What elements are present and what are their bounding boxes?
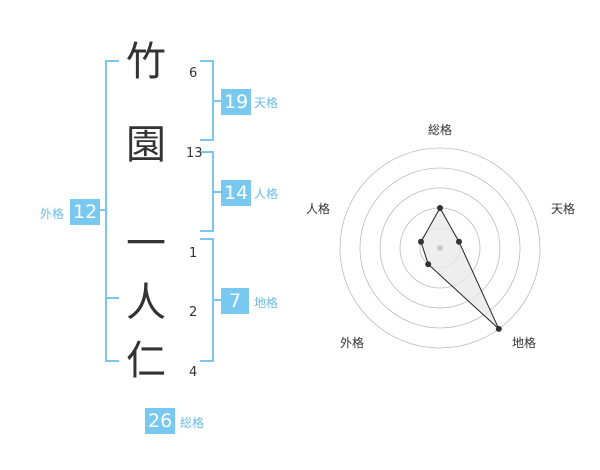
- tenkaku-label: 天格: [254, 96, 279, 110]
- radar-point-1: [437, 205, 443, 211]
- radar-axis-label-gaikaku: 外格: [340, 335, 364, 350]
- jinkaku-value-badge: 14: [221, 180, 252, 206]
- surname-char-2: 園: [126, 122, 166, 168]
- soukaku-value-badge: 26: [145, 408, 176, 434]
- radar-axis-label-soukaku: 総格: [428, 122, 452, 137]
- radar-axis-label-tenkaku: 天格: [551, 201, 575, 216]
- radar-ring-4: [359, 167, 521, 329]
- given-strokes-3: 4: [189, 365, 198, 380]
- chikaku-connector: [213, 299, 221, 301]
- given-char-2: 人: [126, 280, 166, 326]
- radar-point-3: [495, 325, 502, 332]
- tenkaku-connector: [213, 100, 221, 102]
- radar-area: [420, 206, 500, 330]
- given-char-1: 一: [126, 221, 166, 267]
- surname-strokes-2: 13: [186, 146, 203, 161]
- gaikaku-divider-tick: [105, 297, 119, 299]
- chikaku-value-badge: 7: [221, 288, 249, 314]
- radar-center-dot: [437, 245, 443, 251]
- radar-axis-label-chikaku: 地格: [512, 335, 536, 350]
- radar-point-5: [418, 238, 424, 245]
- soukaku-label: 総格: [180, 416, 205, 430]
- jinkaku-connector: [213, 191, 221, 193]
- radar-points: [418, 205, 502, 332]
- radar-ring-5: [339, 147, 541, 349]
- surname-char-1: 竹: [126, 39, 166, 85]
- gaikaku-label: 外格: [40, 207, 65, 221]
- chikaku-label: 地格: [254, 296, 279, 310]
- radar-axis-label-jinkaku: 人格: [306, 201, 330, 216]
- gaikaku-connector: [98, 209, 106, 211]
- given-strokes-1: 1: [189, 246, 198, 261]
- given-char-3: 仁: [126, 338, 166, 384]
- tenkaku-value-badge: 19: [221, 89, 252, 115]
- gaikaku-bracket: [105, 60, 119, 362]
- radar-point-4: [425, 261, 432, 268]
- radar-ring-3: [379, 187, 501, 309]
- surname-strokes-1: 6: [189, 66, 198, 81]
- jinkaku-label: 人格: [254, 187, 279, 201]
- gaikaku-value-badge: 12: [70, 199, 101, 225]
- given-strokes-2: 2: [189, 305, 198, 320]
- radar-point-2: [456, 238, 462, 245]
